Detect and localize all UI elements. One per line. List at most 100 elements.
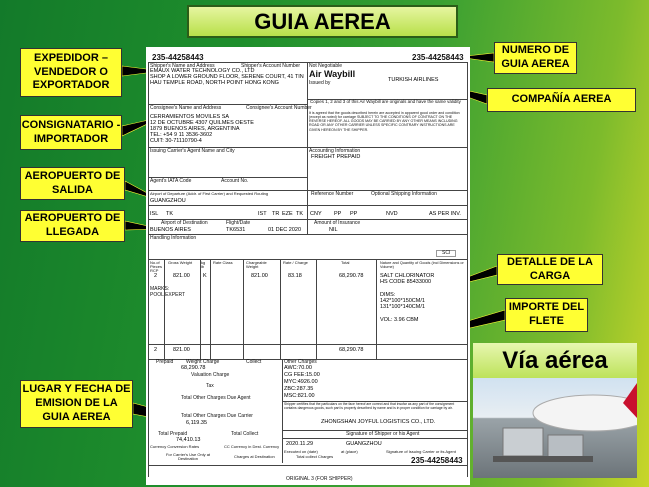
original-copy-label: ORIGINAL 3 (FOR SHIPPER)	[286, 476, 353, 482]
col-pieces: No.of Pieces RCP	[150, 260, 163, 274]
goods-line: 142*100*150CM/1	[380, 298, 425, 304]
air-cargo-photo: Vía aérea	[473, 343, 637, 478]
flight-date-label: Flight/Date	[226, 220, 251, 226]
currency: CNY	[310, 211, 322, 217]
air-waybill-heading: Air Waybill	[309, 69, 356, 79]
label-importe-flete: IMPORTE DEL FLETE	[505, 298, 588, 332]
flight-date: 01 DEC 2020	[268, 227, 302, 233]
consignee-line: TEL: +54 9 11 3536-3602	[150, 132, 213, 138]
marks-label: MARKS:	[150, 286, 170, 292]
total-collect-charges-label: Total collect Charges	[296, 454, 334, 459]
total-gross: 821.00	[173, 347, 190, 353]
flight-number: TK6531	[226, 227, 246, 233]
col-total: Total	[341, 260, 350, 265]
declared-customs: AS PER INV.	[429, 211, 461, 217]
goods-line: DIMS:	[380, 292, 396, 298]
pointer-expedidor	[121, 65, 163, 77]
optional-info-label: Optional Shipping Information	[371, 191, 437, 197]
accounting-label: Accounting Information	[309, 148, 361, 154]
departure-airport: GUANGZHOU	[150, 198, 186, 204]
routing-to: IST	[258, 211, 267, 217]
goods-line: SALT CHLORINATOR	[380, 273, 435, 279]
routing-by: TK	[296, 211, 304, 217]
label-lugar-fecha: LUGAR Y FECHA DE EMISION DE LA GUIA AERE…	[20, 380, 133, 428]
row-chargeable: 821.00	[251, 273, 268, 279]
insurance-label: Amount of Insurance	[314, 220, 361, 226]
prepaid-label: Prepaid	[156, 359, 174, 365]
photo-caption: Vía aérea	[473, 343, 637, 378]
accounting-value: FREIGHT PREPAID	[311, 154, 361, 160]
handling-label: Handling Information	[150, 235, 197, 241]
air-waybill-document: 235-44258443 235-44258443 Shipper's Name…	[146, 47, 470, 485]
at-place-label: at (place)	[341, 449, 358, 454]
shipper-line: SHOP A LOWER GROUND FLOOR, SERENE COURT,…	[150, 74, 304, 80]
col-kg: kg lb	[201, 260, 206, 270]
routing-to: EZE	[282, 211, 293, 217]
other-charge: MSC:821.00	[284, 393, 315, 399]
sci-box: SCI	[436, 250, 457, 257]
goods-line: VOL: 3.96 CBM	[380, 317, 419, 323]
consignee-line: 1879 BUENOS AIRES, ARGENTINA	[150, 126, 240, 132]
label-expedidor: EXPEDIDOR – VENDEDOR O EXPORTADOR	[20, 48, 122, 97]
shipper-line: EMAUX WATER TECHNOLOGY CO., LTD	[150, 68, 255, 74]
execution-date: 2020.11.29	[286, 441, 314, 447]
wt-val-ppd: PP	[334, 211, 342, 217]
cc-currency-label: CC Currency in Dest. Currency	[224, 444, 280, 449]
other-charge: AWC:70.00	[284, 365, 312, 371]
other-charge: ZBC:287.35	[284, 386, 314, 392]
due-carrier-value: 6,119.35	[186, 420, 208, 426]
routing-by: TR	[272, 211, 280, 217]
consignee-line: CUIT: 30-71110790-4	[150, 138, 202, 144]
consignee-line: 12 DE OCTUBRE 4307 QUILMES OESTE	[150, 120, 254, 126]
shipper-certification: Shipper certifies that the particulars o…	[284, 402, 455, 410]
total-prepaid-label: Total Prepaid	[158, 431, 188, 437]
label-detalle-carga: DETALLE DE LA CARGA	[497, 254, 603, 285]
carrier-use-label: For Carrier's Use Only at Destination	[165, 452, 211, 462]
due-agent-label: Total Other Charges Due Agent	[181, 395, 251, 401]
signature-carrier-label: Signature of Issuing Carrier or its Agen…	[386, 449, 456, 454]
signature-shipper-label: Signature of Shipper or his Agent	[346, 431, 420, 437]
conversion-label: Currency Conversion Rates	[150, 444, 200, 449]
shipper-account-label: Shipper's Account Number	[241, 63, 301, 69]
row-total: 68,290.78	[339, 273, 364, 279]
issued-by-label: Issued by	[309, 80, 331, 86]
col-rate: Rate / Charge	[283, 260, 308, 265]
col-rate-class: Rate Class	[213, 260, 233, 265]
destination-airport: BUENOS AIRES	[150, 227, 191, 233]
tax-label: Tax	[206, 383, 214, 389]
destination-label: Airport of Destination	[161, 220, 208, 226]
not-negotiable: Not Negotiable	[309, 63, 343, 69]
other-charge: CG FEE:15.00	[284, 372, 320, 378]
col-chargeable: Chargeable Weight	[246, 260, 267, 270]
routing-to: ISL	[150, 211, 159, 217]
awb-number-top-left: 235-44258443	[152, 53, 204, 62]
reference-label: Reference Number	[311, 191, 354, 197]
other-charge: MYC:4926.00	[284, 379, 318, 385]
label-aeropuerto-llegada: AEROPUERTO DE LLEGADA	[20, 210, 125, 242]
consignee-label: Consignee's Name and Address	[150, 105, 222, 111]
conditions-text: It is agreed that the goods described he…	[309, 111, 460, 132]
collect-label: Collect	[246, 359, 262, 365]
weight-charge-label: Weight Charge	[186, 359, 220, 365]
row-pieces: 2	[154, 273, 158, 279]
charges-destination-label: Charges at Destination	[234, 454, 275, 459]
issuing-agent-label: Issuing Carrier's Agent Name and City	[150, 148, 235, 154]
consignee-account-label: Consignee's Account Number	[246, 105, 312, 111]
awb-number-bottom: 235-44258443	[411, 456, 463, 465]
row-gross: 821.00	[173, 273, 190, 279]
insurance-value: NIL	[329, 227, 338, 233]
label-compania-aerea: COMPAÑÍA AEREA	[487, 88, 636, 112]
total-collect-label: Total Collect	[231, 431, 259, 437]
airplane-cargo-illustration	[493, 383, 637, 462]
routing-carrier: TK	[166, 211, 174, 217]
agent-name: ZHONGSHAN JOYFUL LOGISTICS CO., LTD.	[321, 419, 436, 425]
shipper-line: HAU TEMPLE ROAD, NORTH POINT HONG KONG	[150, 80, 279, 86]
label-consignatario: CONSIGNATARIO - IMPORTADOR	[20, 115, 122, 150]
page-title: GUIA AEREA	[187, 5, 458, 38]
total-prepaid-value: 74,410.13	[176, 437, 201, 443]
col-gross: Gross Weight	[168, 260, 193, 265]
goods-line: HS CODE 85433000	[380, 279, 432, 285]
departure-label: Airport of Departure (Addr. of First Car…	[150, 191, 269, 196]
copies-notice: Copies 1, 2 and 3 of this Air Waybill ar…	[310, 99, 461, 104]
carrier-name: TURKISH AIRLINES	[388, 77, 439, 83]
